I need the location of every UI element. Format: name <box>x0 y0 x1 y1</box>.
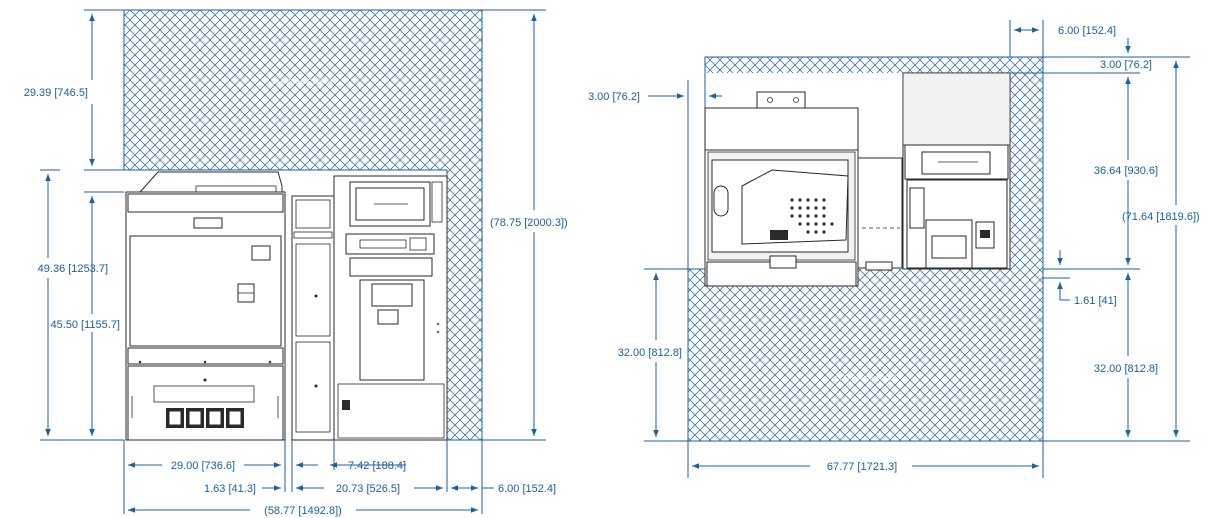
top-dim-right-top: 3.00 [76.2] <box>1100 59 1152 71</box>
top-view: CLEARANCE SPACE <box>588 20 1200 478</box>
top-clearance-front <box>688 269 1043 441</box>
front-dim-side-clearance: 6.00 [152.4] <box>498 483 556 495</box>
front-dim-left-width: 29.00 [736.6] <box>171 460 235 472</box>
front-clearance-side <box>447 170 482 440</box>
front-view: CLEARANCE SPACE <box>24 9 568 517</box>
top-clearance-label: CLEARANCE SPACE <box>835 376 896 382</box>
front-dim-gap-width: 1.63 [41.3] <box>204 483 256 495</box>
left-cabinet <box>125 171 286 441</box>
top-dim-overall-width: 67.77 [1721.3] <box>827 461 897 473</box>
top-clearance-side <box>1010 73 1043 269</box>
front-dim-body-height: 45.50 [1155.7] <box>50 319 120 331</box>
front-dim-top-clearance: 29.39 [746.5] <box>24 87 88 99</box>
top-dim-front-clearance-left: 32.00 [812.8] <box>618 347 682 359</box>
top-connector <box>857 157 903 271</box>
front-dim-overall-width: (58.77 [1492.8]) <box>264 505 342 517</box>
front-clearance-top <box>124 10 482 170</box>
top-dim-small-gap: 1.61 [41] <box>1074 295 1117 307</box>
front-horizontal-dims: 29.00 [736.6] 7.42 [188.4] 1.63 [41.3] 2… <box>123 440 556 517</box>
front-dim-overall-height: (78.75 [2000.3]) <box>490 217 568 229</box>
front-dim-total-height: 49.36 [1253.7] <box>38 263 108 275</box>
front-clearance-label: CLEARANCE SPACE <box>272 80 333 86</box>
top-dim-overall-depth: (71.64 [1819.6]) <box>1122 211 1200 223</box>
top-left-unit <box>704 91 859 287</box>
front-dim-right-width: 20.73 [526.5] <box>336 483 400 495</box>
middle-module <box>291 195 335 441</box>
front-dim-mid-width: 7.42 [188.4] <box>348 460 406 472</box>
top-clearance-back <box>705 57 1043 73</box>
top-view-dims: 6.00 [152.4] 3.00 [76.2] 3.00 [76.2] 36.… <box>588 20 1200 478</box>
top-right-unit <box>902 72 1011 270</box>
top-dim-unit-depth: 36.64 [930.6] <box>1094 165 1158 177</box>
front-vertical-dims: 29.39 [746.5] 49.36 [1253.7] 45.50 [1155… <box>24 9 568 441</box>
right-kiosk <box>333 175 448 441</box>
top-dim-left-offset: 3.00 [76.2] <box>588 91 640 103</box>
top-dim-top-offset: 6.00 [152.4] <box>1058 25 1116 37</box>
top-dim-front-clearance-right: 32.00 [812.8] <box>1094 363 1158 375</box>
